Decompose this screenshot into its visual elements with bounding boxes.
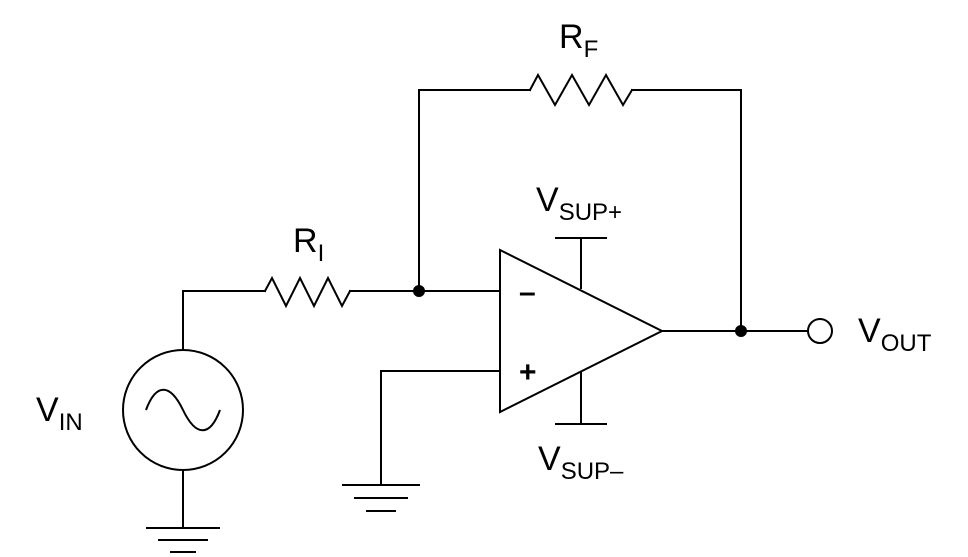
feedback-wires [418,89,742,332]
vout-label: VOUT [858,312,932,357]
noninverting-pin-label: + [519,356,537,389]
output-terminal [807,318,833,344]
positive-supply-rail [555,237,607,289]
rf-label: RF [559,18,598,63]
ground-symbol-source [146,527,220,553]
ac-voltage-source [122,349,244,471]
vsup-pos-label: VSUP+ [536,181,622,226]
op-amp [499,248,665,414]
noninverting-input-wire [380,370,501,486]
ground-symbol-opamp [342,484,420,512]
input-resistor [263,275,352,309]
vin-label: VIN [36,391,83,436]
sine-wave-icon [145,389,221,431]
negative-supply-rail [555,372,607,425]
feedback-resistor [528,72,634,108]
vsup-neg-label: VSUP– [538,440,624,485]
inverting-pin-label: – [519,276,536,309]
input-wire [182,290,266,351]
ri-label: RI [293,222,324,267]
junction-dot-output [735,325,747,337]
junction-dot-inverting [413,285,425,297]
